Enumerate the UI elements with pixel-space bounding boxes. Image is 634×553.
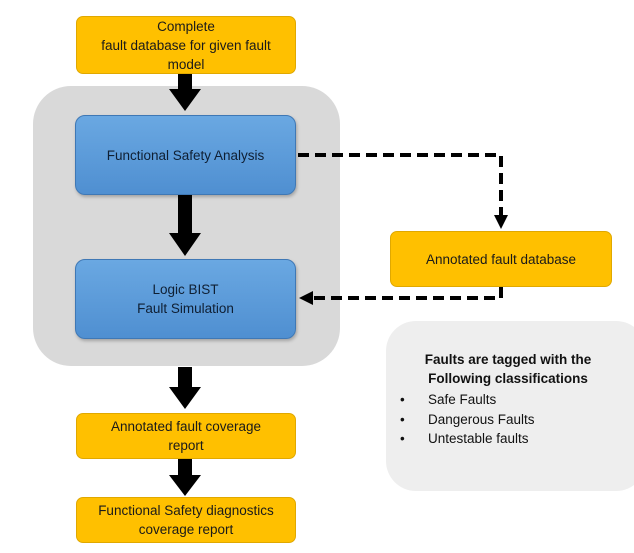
classification-note-title: Faults are tagged with the Following cla… (388, 350, 628, 388)
fault-database-line-2: fault database for given fault (101, 37, 271, 53)
coverage-report-line-2: report (168, 438, 204, 453)
arrow-fsa-to-lbist (169, 195, 201, 256)
bullet-icon: • (400, 431, 405, 446)
fault-database-node: Complete fault database for given fault … (76, 16, 296, 74)
fault-coverage-report-node: Annotated fault coverage report (76, 413, 296, 459)
annotated-fault-database-node: Annotated fault database (390, 231, 612, 287)
dashed-arrow-annotated-db-to-lbist (314, 287, 503, 300)
functional-safety-analysis-label: Functional Safety Analysis (106, 147, 265, 163)
bullet-icon: • (400, 411, 405, 427)
note-title-line-2: Following classifications (428, 371, 588, 386)
list-item-label: Dangerous Faults (428, 411, 535, 427)
diagnostics-report-line-2: coverage report (138, 522, 234, 537)
diagnostics-report-line-1: Functional Safety diagnostics (98, 503, 274, 518)
annotated-fault-database-label: Annotated fault database (425, 251, 577, 267)
dashed-arrow-fsa-to-annotated-db (298, 153, 503, 216)
arrow-lbist-to-coverage (169, 367, 201, 409)
fault-database-line-1: Complete (157, 18, 215, 34)
list-item-label: Safe Faults (428, 392, 497, 407)
diagnostics-coverage-report-node: Functional Safety diagnostics coverage r… (76, 497, 296, 543)
dashed-arrowhead-left (299, 291, 313, 305)
logic-bist-line-1: Logic BIST (152, 282, 219, 297)
logic-bist-line-2: Fault Simulation (137, 301, 234, 316)
list-item: • Untestable faults (400, 429, 535, 449)
coverage-report-line-1: Annotated fault coverage (110, 419, 262, 434)
list-item: • Dangerous Faults (400, 410, 535, 430)
classification-list: • Safe Faults • Dangerous Faults • Untes… (400, 390, 535, 449)
arrow-coverage-to-diagnostics (169, 459, 201, 496)
note-title-line-1: Faults are tagged with the (424, 352, 592, 367)
functional-safety-analysis-node: Functional Safety Analysis (75, 115, 296, 195)
logic-bist-fault-simulation-node: Logic BIST Fault Simulation (75, 259, 296, 339)
bullet-icon: • (400, 392, 405, 407)
arrow-db-to-fsa (169, 74, 201, 111)
classification-note-panel (386, 321, 634, 491)
list-item-label: Untestable faults (428, 431, 529, 446)
dashed-arrowhead-down (494, 215, 508, 229)
fault-database-line-3: model (167, 56, 205, 72)
list-item: • Safe Faults (400, 390, 535, 410)
